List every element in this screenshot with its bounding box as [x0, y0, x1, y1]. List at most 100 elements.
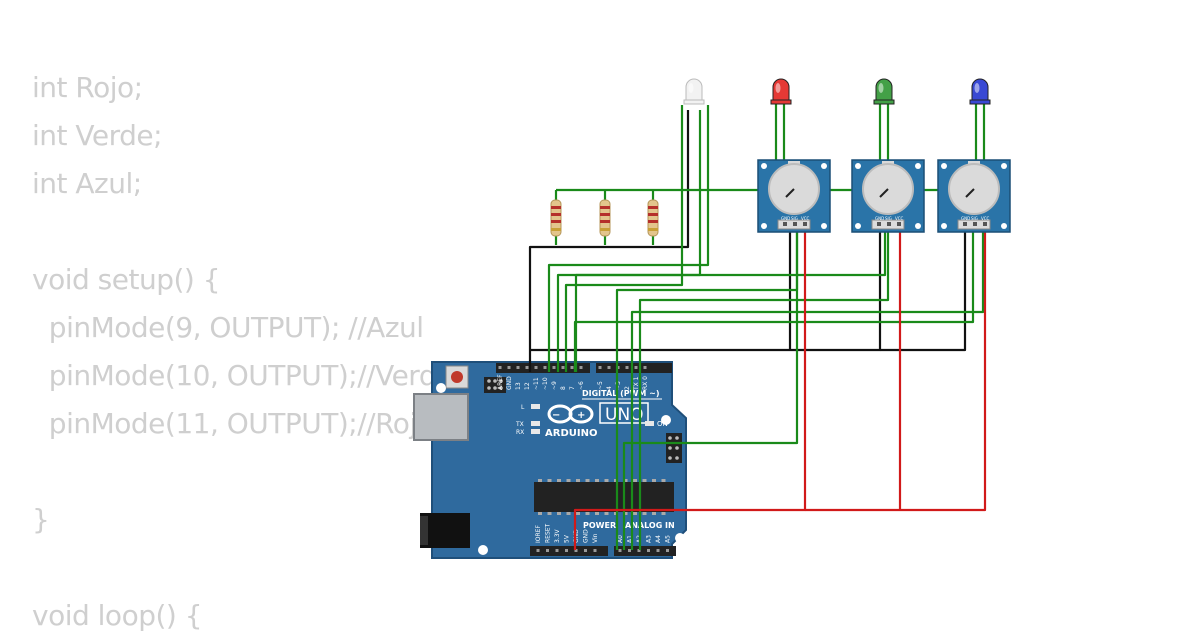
header-pin[interactable] — [647, 549, 650, 552]
analog-pin-label: A5 — [665, 535, 672, 543]
code-line: pinMode(11, OUTPUT);//Rojo — [32, 407, 434, 440]
header-pin[interactable] — [618, 549, 622, 552]
header-pin[interactable] — [643, 366, 647, 369]
pot3-signal-wire[interactable] — [573, 224, 975, 372]
code-listing: int Rojo;int Verde;int Azul;void setup()… — [32, 64, 453, 640]
header-pin[interactable] — [507, 366, 511, 369]
header-pin[interactable] — [579, 366, 583, 369]
resistor[interactable] — [599, 199, 611, 237]
led-red[interactable] — [770, 78, 792, 105]
analog-pin-label: A0 — [617, 535, 624, 543]
analog-pin-label: A1 — [627, 535, 634, 543]
top-pin-label: ~9 — [551, 381, 558, 390]
board-brand: ARDUINO — [545, 428, 597, 439]
on-led-label: ON — [657, 420, 668, 428]
power-pin-label: GND — [583, 529, 590, 543]
code-line: void loop() { — [32, 599, 203, 632]
top-pin-label: TX 1 — [633, 376, 640, 391]
digital-label: DIGITAL (PWM ~) — [582, 389, 660, 398]
top-pin-label: RX 0 — [642, 376, 649, 390]
header-pin[interactable] — [634, 366, 638, 369]
mounting-hole — [478, 545, 488, 555]
code-line: } — [32, 503, 50, 536]
analog-pin-label: A3 — [646, 535, 653, 543]
pot2-gnd-wire[interactable] — [530, 224, 882, 352]
led-green[interactable] — [873, 78, 895, 105]
microcontroller-chip — [534, 482, 674, 512]
analog-header — [614, 546, 676, 556]
power-label: POWER — [583, 521, 616, 530]
top-pin-label: ~11 — [533, 377, 540, 390]
top-pin-label: ~10 — [542, 377, 549, 390]
pot-pin-label: GND — [781, 216, 790, 221]
top-pin-label: ~5 — [597, 381, 604, 390]
top-pin-label: ~6 — [578, 381, 585, 390]
rgb-blue-leg[interactable] — [547, 105, 710, 372]
header-pin[interactable] — [637, 549, 641, 552]
header-pin[interactable] — [525, 366, 529, 369]
header-pin[interactable] — [570, 366, 574, 369]
header-pin[interactable] — [546, 549, 549, 552]
header-pin[interactable] — [543, 366, 547, 369]
pot1-signal-wire[interactable] — [622, 224, 799, 550]
header-pin[interactable] — [656, 549, 660, 552]
led-blue[interactable] — [969, 78, 991, 105]
header-pin[interactable] — [552, 366, 556, 369]
header-pin[interactable] — [534, 366, 538, 369]
header-pin[interactable] — [598, 366, 602, 369]
pot-pin-label: SIG — [971, 216, 978, 221]
pot-pin-label: SIG — [791, 216, 798, 221]
header-pin[interactable] — [498, 366, 502, 369]
board-model: UNO — [605, 405, 644, 425]
power-pin-label: 5V — [564, 534, 571, 543]
power-pin-label: GND — [573, 529, 580, 543]
rgb-red-leg[interactable] — [564, 105, 684, 372]
mounting-hole — [436, 383, 446, 393]
pot-pin-label: VCC — [801, 216, 810, 221]
mounting-hole — [661, 415, 671, 425]
code-line: int Azul; — [32, 167, 142, 200]
arduino-logo-icon — [547, 404, 594, 424]
pot1-vcc-wire[interactable] — [573, 224, 807, 550]
top-pin-label: 13 — [515, 382, 522, 390]
led-rgb[interactable] — [683, 78, 705, 105]
power-pin-label: 3.3V — [554, 528, 561, 543]
rx-led-label: RX — [516, 429, 524, 436]
header-pin[interactable] — [666, 549, 669, 552]
power-header — [530, 546, 608, 556]
code-line: int Verde; — [32, 119, 163, 152]
pot3-vcc-wire[interactable] — [805, 224, 987, 512]
pot3-gnd-wire[interactable] — [880, 224, 967, 352]
mounting-hole — [675, 533, 685, 543]
usb-port — [413, 393, 469, 441]
header-pin[interactable] — [628, 549, 631, 552]
top-pin-label: AREF — [497, 374, 504, 390]
pot-pin-label: GND — [961, 216, 970, 221]
header-pin[interactable] — [561, 366, 565, 369]
digital-header-low — [596, 363, 672, 373]
header-pin[interactable] — [565, 549, 568, 552]
pot-pin-label: SIG — [885, 216, 892, 221]
code-line: pinMode(10, OUTPUT);//Verde — [32, 359, 454, 392]
header-pin[interactable] — [584, 549, 587, 552]
header-pin[interactable] — [574, 549, 578, 552]
header-pin[interactable] — [607, 366, 611, 369]
header-pin[interactable] — [536, 549, 540, 552]
resistor[interactable] — [647, 199, 659, 237]
rgb-gnd-wire[interactable] — [528, 110, 690, 372]
header-pin[interactable] — [555, 549, 559, 552]
power-pin-label: RESET — [545, 523, 552, 543]
header-pin[interactable] — [593, 549, 597, 552]
analog-pin-label: A4 — [655, 535, 662, 543]
resistor[interactable] — [550, 199, 562, 237]
header-pin[interactable] — [516, 366, 520, 369]
rgb-green-leg[interactable] — [556, 110, 702, 372]
code-line: void setup() { — [32, 263, 221, 296]
top-pin-label: ~3 — [615, 381, 622, 390]
header-pin[interactable] — [625, 366, 629, 369]
l-led-label: L — [521, 404, 525, 411]
